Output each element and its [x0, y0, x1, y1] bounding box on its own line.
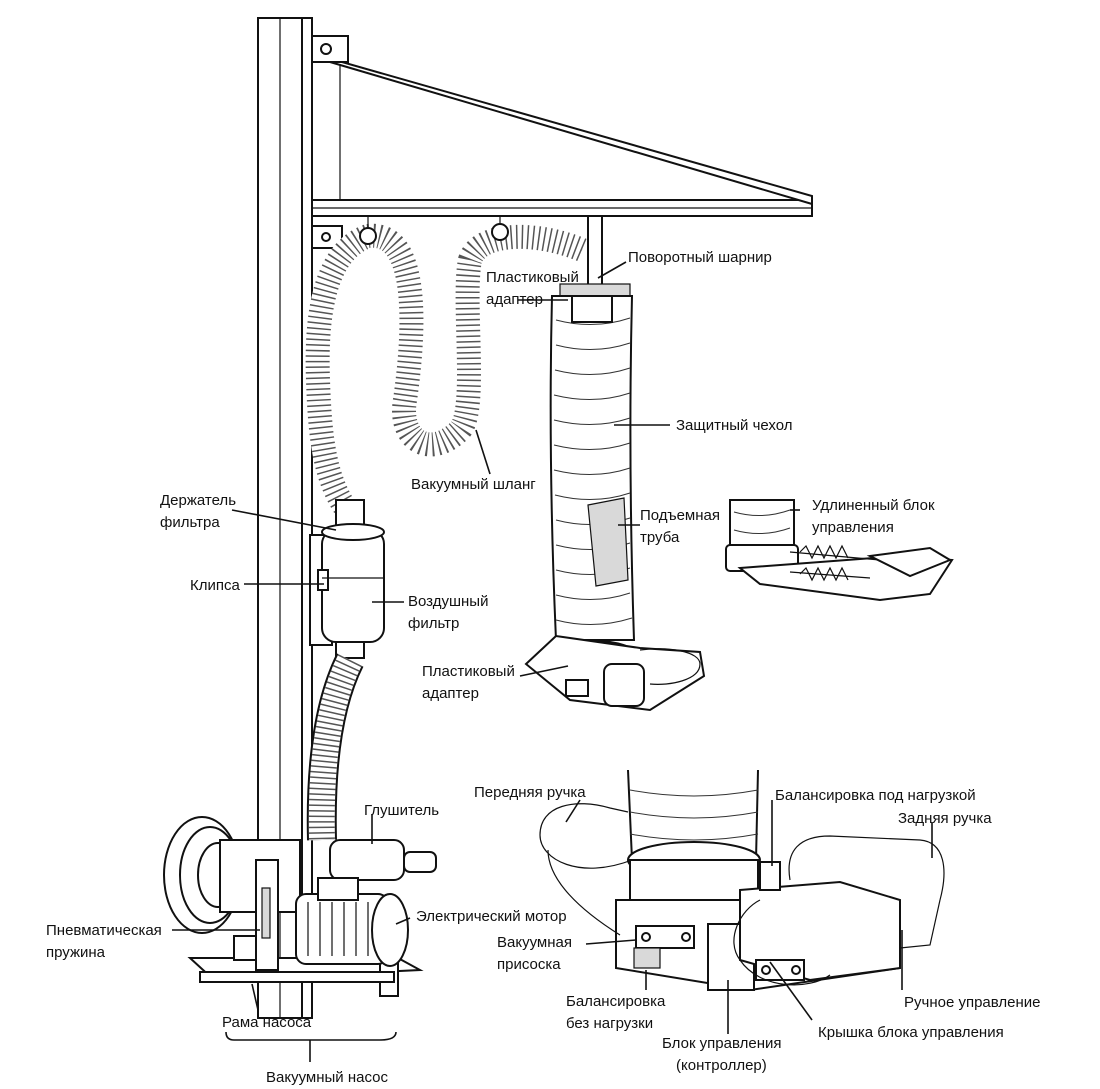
- pump-hose: [306, 653, 364, 841]
- label-vacuum-cup: Вакуумная: [497, 934, 572, 951]
- label-vacuum-hose: Вакуумный шланг: [411, 476, 536, 493]
- label-plastic-adapter-bottom-line2: адаптер: [422, 685, 479, 702]
- label-vacuum-cup-line2: присоска: [497, 956, 561, 973]
- label-rear-handle: Задняя ручка: [898, 810, 992, 827]
- label-gas-spring: Пневматическая: [46, 922, 162, 939]
- control-unit-detail: [539, 769, 945, 992]
- label-extended-control: Удлиненный блок: [812, 497, 935, 514]
- label-plastic-adapter-top-line2: адаптер: [486, 291, 543, 308]
- label-air-filter-line2: фильтр: [408, 615, 459, 632]
- label-filter-holder-line2: фильтра: [160, 514, 220, 531]
- label-air-filter: Воздушный: [408, 593, 488, 610]
- extended-control-unit: [725, 499, 954, 602]
- label-extended-control-line2: управления: [812, 519, 894, 536]
- label-unload-balance: Балансировка: [566, 993, 666, 1010]
- jib-arm: [311, 35, 813, 287]
- label-lifting-tube: Подъемная: [640, 507, 720, 524]
- label-control-unit-cover: Крышка блока управления: [818, 1024, 1004, 1041]
- label-plastic-adapter-bottom: Пластиковый: [422, 663, 515, 680]
- label-front-handle: Передняя ручка: [474, 784, 586, 801]
- lifting-tube: [549, 283, 636, 641]
- label-gas-spring-line2: пружина: [46, 944, 106, 961]
- label-manual-control: Ручное управление: [904, 994, 1041, 1011]
- label-vacuum-pump: Вакуумный насос: [266, 1069, 388, 1086]
- label-filter-holder: Держатель: [160, 492, 236, 509]
- leader-lines: [172, 261, 933, 1062]
- label-protective-cover: Защитный чехол: [676, 417, 793, 434]
- label-muffler: Глушитель: [364, 802, 439, 819]
- label-electric-motor: Электрический мотор: [416, 908, 567, 925]
- label-pump-frame: Рама насоса: [222, 1014, 312, 1031]
- label-control-unit: Блок управления: [662, 1035, 781, 1052]
- air-filter-assembly: [309, 499, 385, 659]
- vacuum-pump: [163, 816, 437, 997]
- label-control-unit-line2: (контроллер): [676, 1057, 767, 1074]
- tube-handle: [524, 634, 706, 712]
- label-lifting-tube-line2: труба: [640, 529, 680, 546]
- label-swivel-joint: Поворотный шарнир: [628, 249, 772, 266]
- label-plastic-adapter-top: Пластиковый: [486, 269, 579, 286]
- label-unload-balance-line2: без нагрузки: [566, 1015, 653, 1032]
- label-load-balance: Балансировка под нагрузкой: [775, 787, 976, 804]
- labels: Поворотный шарнир Пластиковый адаптер За…: [46, 249, 1041, 1086]
- label-clip: Клипса: [190, 577, 240, 594]
- vacuum-hose: [305, 216, 587, 519]
